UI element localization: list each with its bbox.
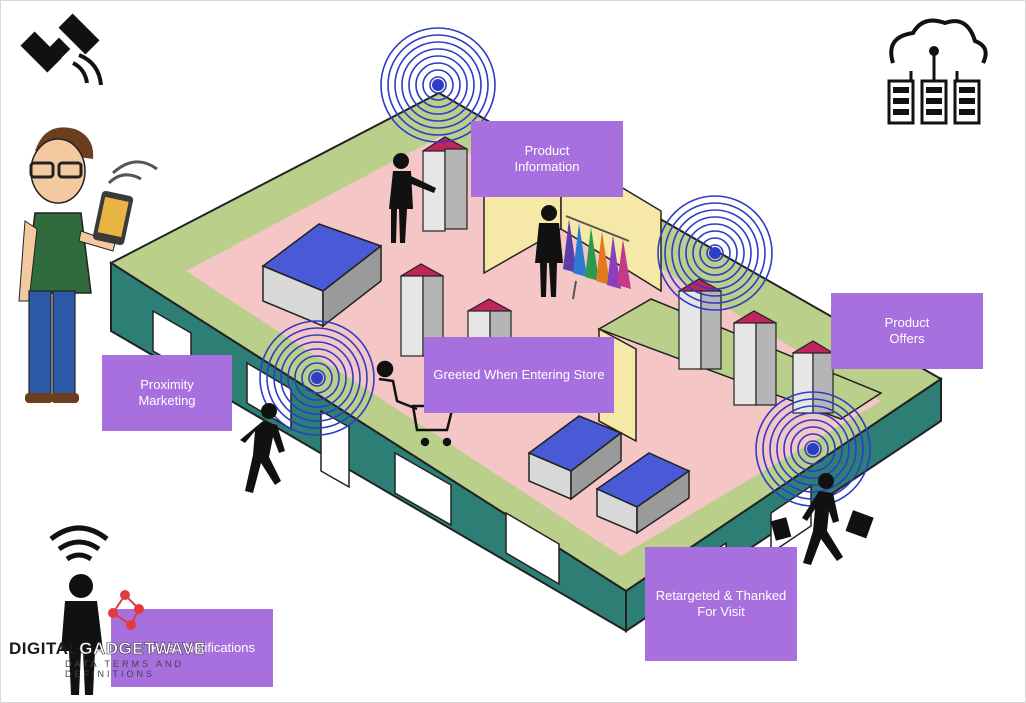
shopkeeper-icon bbox=[18, 127, 158, 403]
shelf-unit bbox=[399, 263, 445, 357]
display-table bbox=[261, 223, 383, 328]
callout-greeted-entering-store: Greeted When Entering Store bbox=[424, 337, 614, 413]
shelf-unit bbox=[421, 136, 469, 232]
satellite-icon bbox=[20, 13, 103, 86]
watermark-brand-b: GADGETWAVE bbox=[79, 639, 206, 659]
shelf-unit bbox=[791, 340, 835, 414]
beacon-group bbox=[259, 27, 871, 507]
shopper-with-bags-silhouette bbox=[770, 473, 874, 565]
shelf-unit bbox=[732, 310, 778, 406]
clothes-rack-icon bbox=[563, 215, 631, 300]
watermark-sub-2: DEFINITIONS bbox=[65, 669, 156, 679]
wall-window bbox=[505, 511, 560, 586]
staff-silhouette bbox=[535, 205, 563, 297]
cloud-server-icon bbox=[887, 18, 988, 125]
watermark-molecule-icon bbox=[108, 590, 144, 630]
watermark-brand-a: DIGITAL bbox=[9, 639, 80, 658]
display-table bbox=[527, 415, 623, 501]
beacon-icon bbox=[380, 27, 496, 143]
wall-window bbox=[394, 451, 452, 527]
display-table bbox=[595, 452, 691, 535]
callout-push-notifications: Push Notifications bbox=[111, 609, 273, 687]
beacon-icon bbox=[657, 195, 773, 311]
staff-silhouette bbox=[389, 153, 436, 243]
wifi-icon bbox=[49, 525, 109, 562]
phone-user-silhouette bbox=[61, 574, 103, 695]
shelf-unit bbox=[466, 298, 513, 342]
watermark-sub-1: DATA TERMS AND bbox=[65, 659, 185, 669]
beacon-icon bbox=[259, 320, 375, 436]
shopper-silhouette bbox=[240, 403, 285, 493]
